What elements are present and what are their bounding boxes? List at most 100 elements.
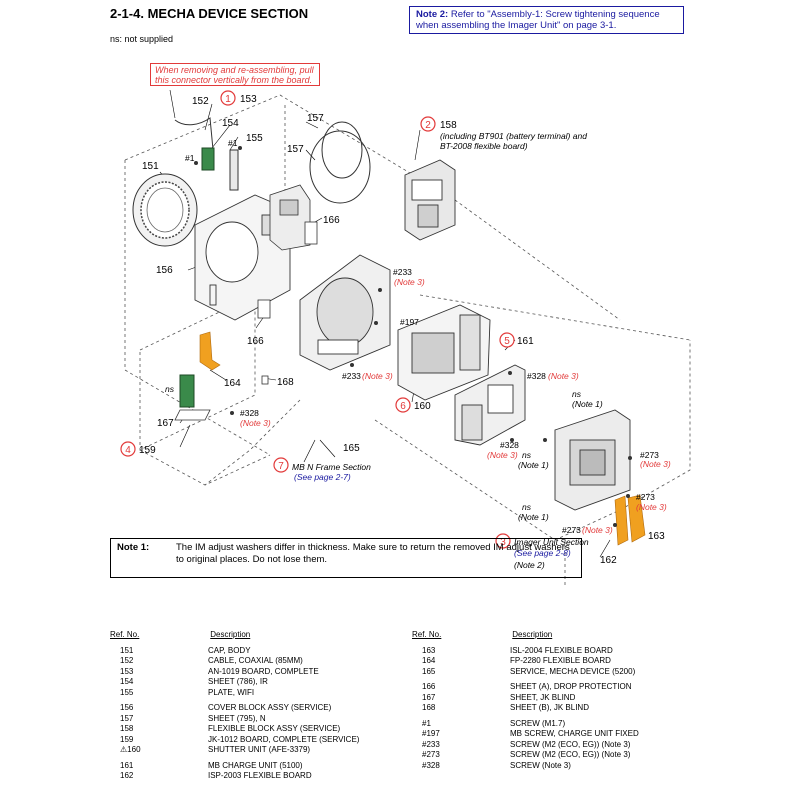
sheet-167 — [174, 409, 211, 421]
ns-label-159: ns — [165, 384, 175, 394]
table-header: Ref. No. Description — [412, 630, 639, 641]
screw-label-197: #197 — [400, 317, 419, 327]
callout-1: 1 — [225, 94, 231, 105]
description: FP-2280 FLEXIBLE BOARD — [510, 656, 611, 665]
label-157a: 157 — [307, 113, 324, 124]
ref-no: 152 — [120, 656, 134, 665]
screws — [194, 146, 632, 527]
callout-5: 5 — [504, 336, 510, 347]
ref-no: #273 — [422, 750, 440, 759]
ref-no: #328 — [422, 760, 440, 770]
imager-label: Imager Unit Section — [514, 537, 589, 547]
note1-label: Note 1: — [117, 542, 150, 553]
screw-label-1b: #1 — [228, 138, 238, 148]
ref-no: #1 — [422, 718, 431, 728]
label-168: 168 — [277, 377, 294, 388]
label-159: 159 — [139, 445, 156, 456]
table-row: #273 SCREW (M2 (ECO, EG)) (Note 3) — [412, 750, 639, 761]
label-153: 153 — [240, 94, 257, 105]
label-158: 158 — [440, 120, 457, 131]
label-157b: 157 — [287, 144, 304, 155]
label-155: 155 — [246, 133, 263, 144]
description: CABLE, COAXIAL (85MM) — [208, 656, 303, 665]
label-160: 160 — [414, 401, 431, 412]
sheet-166-b — [257, 299, 271, 319]
description: JK-1012 BOARD, COMPLETE (SERVICE) — [208, 734, 360, 744]
col-ref-header: Ref. No. — [412, 630, 442, 639]
part-labels: 152 153 154 155 151 156 157 157 166 166 … — [139, 94, 665, 566]
screw-label-233a: #233 — [393, 267, 412, 277]
description: AN-1019 BOARD, COMPLETE — [208, 666, 319, 676]
col-desc-header: Description — [512, 630, 553, 639]
note3-233a: (Note 3) — [394, 277, 425, 287]
plate-wifi-155 — [229, 149, 239, 191]
label-163: 163 — [648, 531, 665, 542]
description: SHUTTER UNIT (AFE-3379) — [208, 745, 311, 754]
note1ref-c: (Note 1) — [518, 512, 549, 522]
description: SCREW (M2 (ECO, EG)) (Note 3) — [510, 750, 631, 759]
an-board-153 — [201, 147, 215, 171]
description: ISL-2004 FLEXIBLE BOARD — [510, 645, 613, 655]
note3-273c: (Note 3) — [582, 525, 613, 535]
callout-7: 7 — [278, 461, 284, 472]
ref-no: 162 — [120, 771, 134, 780]
screw-label-273a: #273 — [640, 450, 659, 460]
descriptive-texts: (including BT901 (battery terminal) and … — [292, 131, 589, 558]
flexible-block-158 — [404, 159, 456, 241]
col-ref-header: Ref. No. — [110, 630, 140, 639]
note3-233b: (Note 3) — [362, 371, 393, 381]
description: SCREW (M2 (ECO, EG)) (Note 3) — [510, 739, 631, 749]
ns-legend: ns: not supplied — [110, 34, 174, 44]
callout-2: 2 — [425, 120, 431, 131]
ref-no: 167 — [422, 692, 436, 702]
cover-block-156 — [194, 194, 291, 321]
ref-no: 164 — [422, 656, 436, 665]
label-162: 162 — [600, 555, 617, 566]
ref-no: 155 — [120, 687, 134, 697]
sheet-157 — [309, 121, 371, 204]
note1ref-b: (Note 1) — [518, 460, 549, 470]
ref-no: 157 — [120, 713, 134, 723]
ref-no: 168 — [422, 703, 436, 712]
table-row: #328 SCREW (Note 3) — [412, 761, 639, 772]
flex-board-164 — [199, 331, 221, 371]
callout-circles — [120, 90, 515, 549]
label-166b: 166 — [247, 336, 264, 347]
ns-label-a: ns — [572, 389, 582, 399]
note2ref: (Note 2) — [514, 560, 545, 570]
label-161: 161 — [517, 336, 534, 347]
coax-cable-152 — [174, 117, 215, 161]
note2-box: Note 2: Refer to "Assembly-1: Screw tigh… — [409, 6, 684, 34]
note1ref-a: (Note 1) — [572, 399, 603, 409]
label-154: 154 — [222, 118, 239, 129]
note1-text: The IM adjust washers differ in thicknes… — [176, 542, 570, 565]
callout-6: 6 — [400, 401, 406, 412]
ref-no: 151 — [120, 645, 134, 655]
label-156: 156 — [156, 265, 173, 276]
description: SERVICE, MECHA DEVICE (5200) — [510, 666, 636, 676]
screw-label-328a: #328 — [240, 408, 259, 418]
label-158-desc-b: BT-2008 flexible board) — [440, 141, 528, 151]
description: SCREW (Note 3) — [510, 760, 571, 770]
description: SHEET (786), IR — [208, 677, 268, 686]
screw-label-328b: #328 — [527, 371, 546, 381]
ref-no: #233 — [422, 739, 440, 749]
description: SCREW (M1.7) — [510, 718, 566, 728]
ref-no: #197 — [422, 729, 440, 738]
ns-labels: ns ns (Note 1) ns (Note 1) ns (Note 1) (… — [165, 384, 603, 570]
mb-n-frame — [299, 254, 391, 371]
table-row: 164 FP-2280 FLEXIBLE BOARD — [412, 656, 639, 667]
